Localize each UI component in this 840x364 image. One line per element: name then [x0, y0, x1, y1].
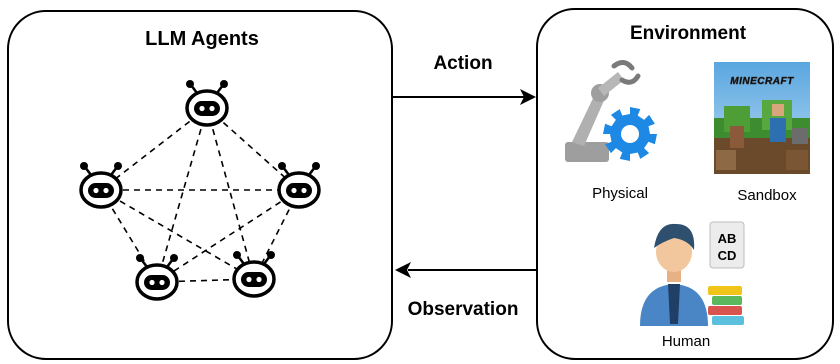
agent-connection-line	[100, 189, 255, 280]
gear-icon	[603, 107, 657, 161]
observation-label: Observation	[408, 299, 519, 320]
robot-agent-icon	[232, 251, 276, 298]
robot-agent-icon	[185, 80, 229, 127]
agent-connection-line	[156, 107, 208, 283]
sandbox-label: Sandbox	[737, 187, 797, 204]
environment-title: Environment	[630, 23, 747, 44]
board-text-ab: AB	[718, 231, 737, 246]
llm-agents-title: LLM Agents	[145, 28, 259, 50]
llm-agents-panel: LLM Agents	[7, 10, 393, 360]
physical-label: Physical	[592, 185, 648, 202]
robot-agent-icon	[277, 162, 321, 209]
minecraft-logo-image: MINECRAFT	[714, 62, 810, 174]
robot-arm-gear-icon	[565, 60, 657, 162]
agent-connection-line	[206, 107, 300, 191]
action-label: Action	[433, 53, 492, 74]
agent-connection-line	[100, 107, 208, 191]
observation-arrow	[395, 262, 536, 278]
environment-panel: Environment Physical	[536, 8, 834, 360]
robot-agent-icon	[79, 162, 123, 209]
minecraft-logo-text: MINECRAFT	[730, 76, 794, 87]
agent-nodes	[79, 80, 321, 301]
human-label: Human	[662, 333, 710, 350]
robot-agent-icon	[135, 254, 179, 301]
llm-agents-box	[7, 10, 393, 360]
teacher-with-books-icon: AB CD	[640, 221, 745, 326]
board-text-cd: CD	[718, 248, 737, 263]
action-arrow	[393, 89, 536, 105]
agent-connection-line	[206, 107, 255, 280]
